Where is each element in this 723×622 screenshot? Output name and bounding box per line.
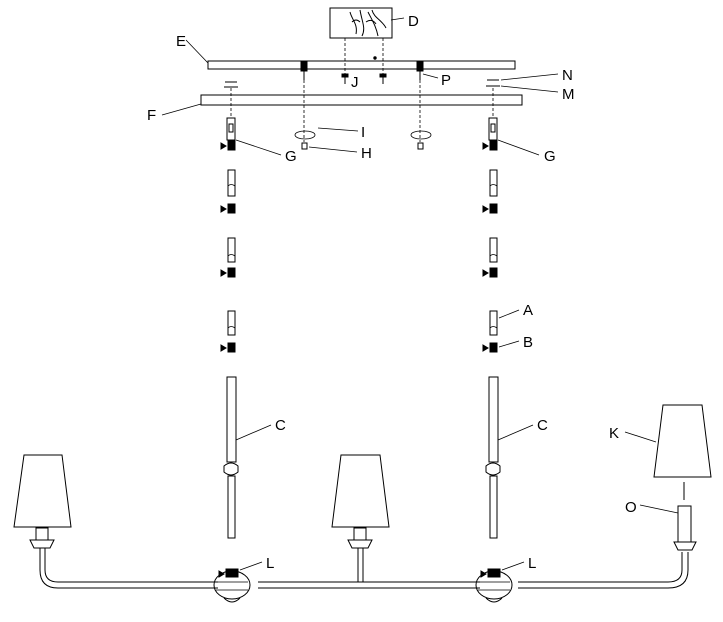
nut-washer-right <box>486 79 500 87</box>
label-d: D <box>408 13 419 30</box>
label-c-right: C <box>537 417 548 434</box>
mounting-screw <box>300 60 308 80</box>
label-g-right: G <box>544 148 556 165</box>
left-shade-assembly <box>13 454 72 549</box>
label-p: P <box>441 72 451 89</box>
left-stem-column <box>220 117 239 539</box>
label-l-left: L <box>266 555 274 572</box>
label-l-right: L <box>528 555 536 572</box>
junction-box-wiring <box>329 7 393 39</box>
right-stem-column <box>482 117 501 539</box>
canopy-plate <box>200 94 523 106</box>
mounting-screw <box>416 60 424 80</box>
label-f: F <box>147 107 156 124</box>
label-k: K <box>609 425 619 442</box>
label-o: O <box>625 499 637 516</box>
label-n: N <box>562 67 573 84</box>
label-m: M <box>562 86 575 103</box>
rotation-indicator <box>294 130 316 140</box>
label-h: H <box>361 145 372 162</box>
label-b: B <box>523 334 533 351</box>
fixture-arm <box>39 548 689 603</box>
right-shade-assembly <box>653 404 712 551</box>
center-shade-assembly <box>331 454 390 549</box>
label-e: E <box>176 33 186 50</box>
label-c-left: C <box>275 417 286 434</box>
label-g-left: G <box>285 148 297 165</box>
label-i: I <box>361 124 365 141</box>
crossbar-plate <box>207 60 516 70</box>
wire-end <box>301 142 308 150</box>
canopy-screw <box>341 73 349 84</box>
label-a: A <box>523 302 533 319</box>
leader-lines <box>161 17 679 571</box>
rotation-indicator <box>410 130 432 140</box>
wire-end <box>417 142 424 150</box>
label-j: J <box>351 74 359 91</box>
nut-washer-left <box>224 81 238 88</box>
canopy-screw <box>379 73 387 84</box>
